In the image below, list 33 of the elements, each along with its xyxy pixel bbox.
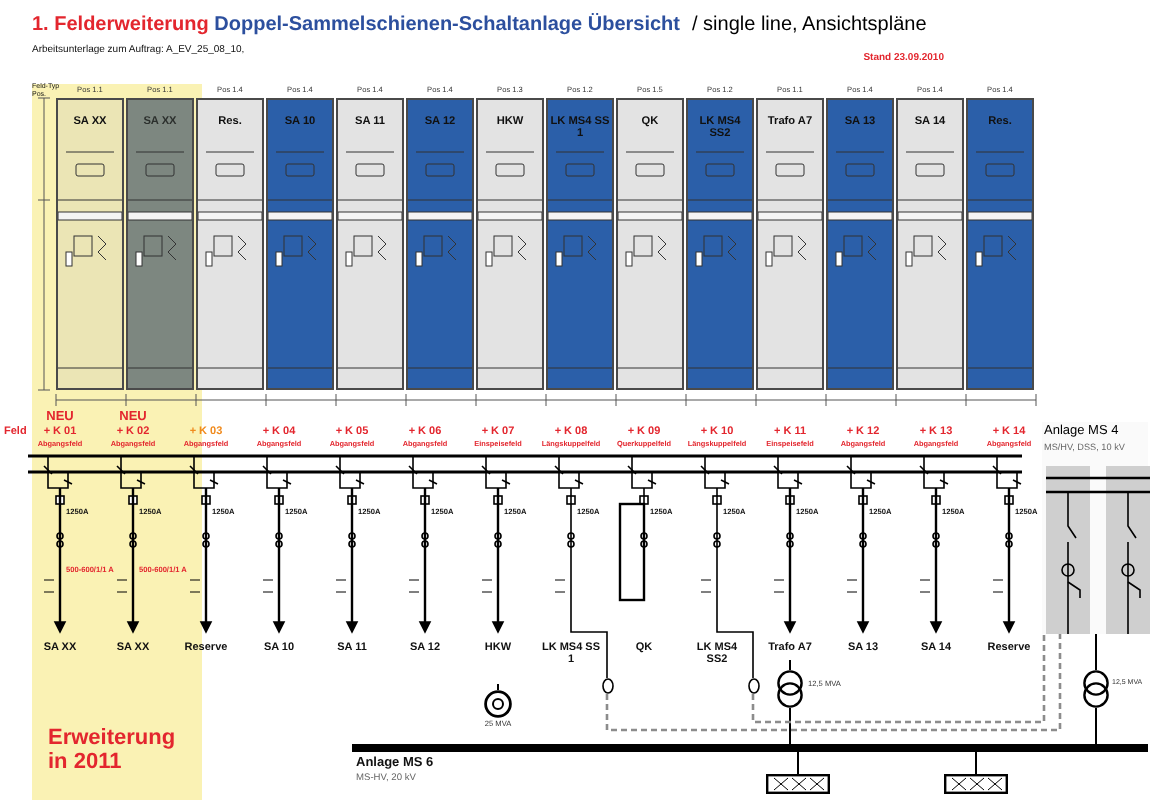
switchgear-cabinet: [616, 98, 684, 390]
switchgear-cabinet: [126, 98, 194, 390]
connector: [797, 751, 799, 775]
subtitle: / single line, Ansichtspläne: [691, 14, 927, 36]
switchgear-cabinet: [546, 98, 614, 390]
connector: [1095, 633, 1097, 671]
title: 1. Felderweiterung Doppel-Sammelschienen-Schaltanlage Übersicht: [32, 14, 680, 36]
busbar: [352, 744, 1148, 752]
switchgear-cabinet: [406, 98, 474, 390]
cable-connector: [605, 634, 1062, 732]
switchgear-cabinet: [686, 98, 754, 390]
extension-note: Erweiterung in 2011: [48, 726, 178, 775]
switchgear-cabinet: [756, 98, 824, 390]
switchgear-cabinet: [56, 98, 124, 390]
transformer-symbol: [776, 660, 804, 708]
connector: [789, 707, 791, 745]
switchgear-cabinet: [196, 98, 264, 390]
generator-symbol: [484, 684, 512, 718]
switchgear-cabinet: [896, 98, 964, 390]
cable-connector: [751, 634, 1046, 724]
connector: [975, 751, 977, 775]
load-box: [766, 774, 830, 794]
switchgear-cabinet: [966, 98, 1034, 390]
transformer-symbol: [1082, 670, 1110, 708]
switchgear-cabinet: [826, 98, 894, 390]
cable-end-symbol: [601, 678, 613, 694]
switchgear-cabinet: [336, 98, 404, 390]
switchgear-cabinet: [476, 98, 544, 390]
switchgear-cabinet: [266, 98, 334, 390]
switchgear-panel: [1042, 422, 1148, 634]
connector: [1095, 707, 1097, 745]
load-box: [944, 774, 1008, 794]
cable-end-symbol: [747, 678, 759, 694]
